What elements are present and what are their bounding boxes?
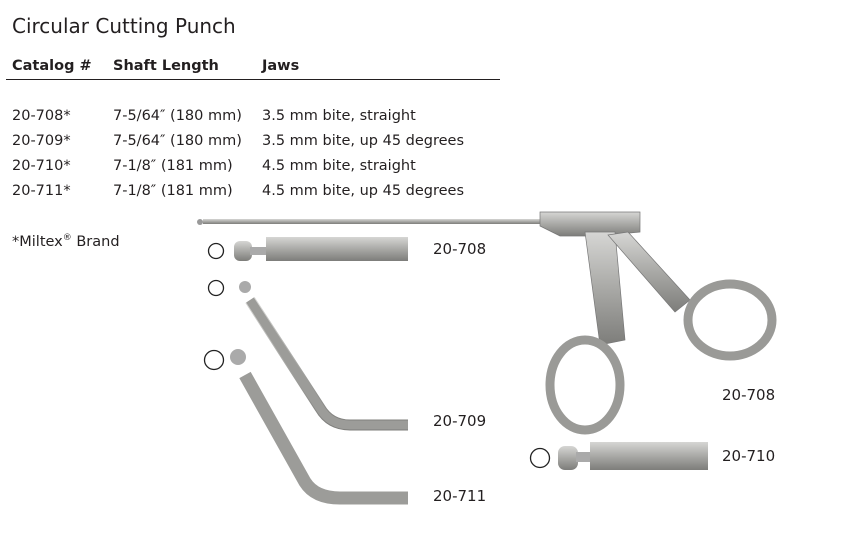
header-rule xyxy=(6,79,500,80)
catalog-number: 20-709* xyxy=(12,133,71,149)
tip-20-710 xyxy=(529,442,708,470)
header-catalog: Catalog # xyxy=(12,58,92,74)
tip-20-708 xyxy=(207,237,408,261)
shaft-length: 7-5/64″ (180 mm) xyxy=(113,133,242,149)
catalog-number: 20-711* xyxy=(12,183,71,199)
footnote-suffix: Brand xyxy=(71,233,120,250)
label-20-708-instrument: 20-708 xyxy=(722,386,776,404)
shaft-length: 7-1/8″ (181 mm) xyxy=(113,158,233,174)
shaft-length: 7-5/64″ (180 mm) xyxy=(113,108,242,124)
header-jaws: Jaws xyxy=(262,58,300,74)
jaws: 3.5 mm bite, up 45 degrees xyxy=(262,133,465,149)
catalog-number: 20-708* xyxy=(12,108,71,124)
label-20-710-tip: 20-710 xyxy=(722,447,776,465)
registered-mark: ® xyxy=(62,233,72,243)
label-20-709-tip: 20-709 xyxy=(433,412,487,430)
jaws: 4.5 mm bite, up 45 degrees xyxy=(262,183,465,199)
catalog-number: 20-710* xyxy=(12,158,71,174)
header-shaft-length: Shaft Length xyxy=(113,58,219,74)
page-title: Circular Cutting Punch xyxy=(12,14,236,38)
tip-20-709 xyxy=(207,279,408,431)
shaft-length: 7-1/8″ (181 mm) xyxy=(113,183,233,199)
brand-footnote: *Miltex® Brand xyxy=(12,233,120,250)
jaws: 3.5 mm bite, straight xyxy=(262,108,416,124)
footnote-prefix: *Miltex xyxy=(12,233,63,250)
punch-instrument xyxy=(197,211,777,435)
label-20-711-tip: 20-711 xyxy=(433,487,487,505)
label-20-708-tip: 20-708 xyxy=(433,240,487,258)
jaws: 4.5 mm bite, straight xyxy=(262,158,416,174)
tip-20-711 xyxy=(203,349,408,505)
